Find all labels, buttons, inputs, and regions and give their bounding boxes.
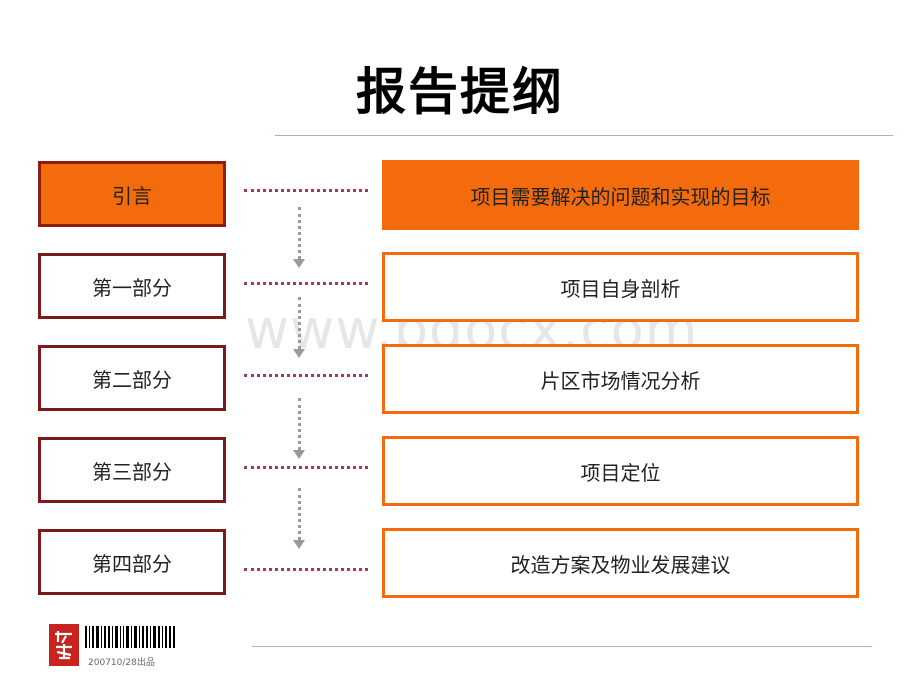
topic-label: 项目需要解决的问题和实现的目标 bbox=[470, 184, 771, 209]
title-divider bbox=[275, 135, 893, 136]
footer-date: 200710/28出品 bbox=[88, 658, 155, 668]
logo-mark-icon bbox=[55, 631, 72, 660]
row-connector bbox=[244, 568, 368, 571]
topic-intro[interactable]: 项目需要解决的问题和实现的目标 bbox=[382, 160, 859, 230]
down-arrow-icon bbox=[293, 488, 305, 550]
down-arrow-icon bbox=[293, 207, 305, 269]
topic-label: 改造方案及物业发展建议 bbox=[510, 552, 731, 577]
section-intro[interactable]: 引言 bbox=[38, 161, 226, 227]
row-connector bbox=[244, 189, 368, 192]
section-part-1[interactable]: 第一部分 bbox=[38, 253, 226, 319]
topic-part-3[interactable]: 项目定位 bbox=[382, 436, 859, 506]
topic-label: 项目自身剖析 bbox=[560, 276, 681, 301]
row-connector bbox=[244, 282, 368, 285]
page-title: 报告提纲 bbox=[356, 63, 564, 121]
footer-divider bbox=[252, 646, 872, 647]
topic-part-2[interactable]: 片区市场情况分析 bbox=[382, 344, 859, 414]
barcode-icon bbox=[85, 626, 175, 648]
row-connector bbox=[244, 374, 368, 377]
section-label: 第一部分 bbox=[92, 275, 172, 300]
section-label: 第三部分 bbox=[92, 459, 172, 484]
section-part-3[interactable]: 第三部分 bbox=[38, 437, 226, 503]
topic-label: 项目定位 bbox=[580, 460, 661, 485]
topic-part-1[interactable]: 项目自身剖析 bbox=[382, 252, 859, 322]
section-label: 第二部分 bbox=[92, 367, 172, 392]
section-label: 第四部分 bbox=[92, 551, 172, 576]
topic-part-4[interactable]: 改造方案及物业发展建议 bbox=[382, 528, 859, 598]
topic-label: 片区市场情况分析 bbox=[540, 368, 701, 393]
section-label: 引言 bbox=[112, 183, 152, 208]
section-part-2[interactable]: 第二部分 bbox=[38, 345, 226, 411]
row-connector bbox=[244, 466, 368, 469]
company-logo bbox=[49, 624, 79, 666]
down-arrow-icon bbox=[293, 398, 305, 460]
down-arrow-icon bbox=[293, 297, 305, 359]
section-part-4[interactable]: 第四部分 bbox=[38, 529, 226, 595]
